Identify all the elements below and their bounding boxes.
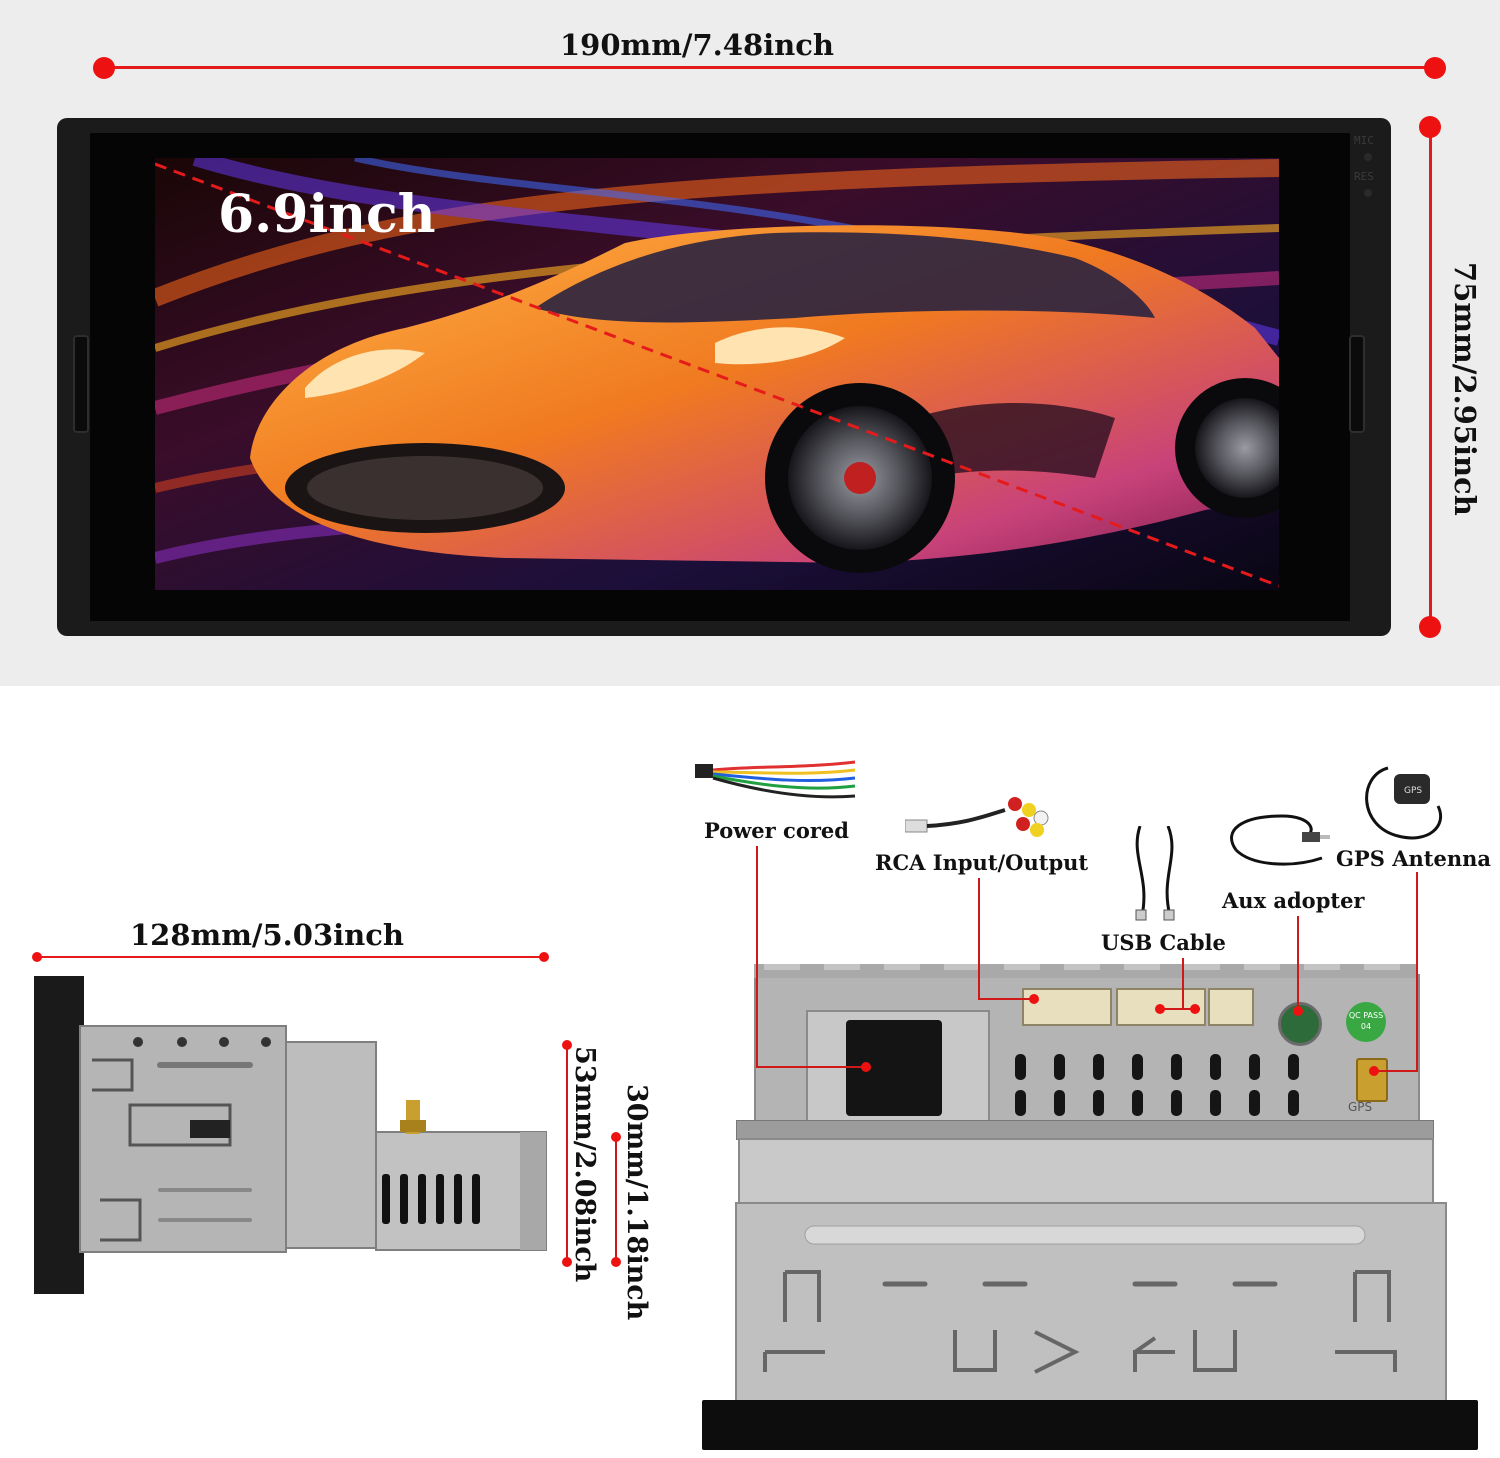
height-dimension-line (1429, 128, 1432, 626)
vent-slot (1288, 1054, 1299, 1080)
gps-callout-line (1416, 872, 1418, 1072)
gps-port-mark: GPS (1348, 1100, 1373, 1114)
right-mount-tab (1349, 335, 1365, 433)
vent-slot (1054, 1054, 1065, 1080)
aux-callout-line (1297, 916, 1299, 1010)
gps-antenna-icon: GPS (1365, 766, 1442, 840)
gps-callout-line (1374, 1070, 1418, 1072)
side-height-line (566, 1044, 568, 1262)
diagonal-size-label: 6.9inch (218, 184, 436, 245)
power-callout-dot (861, 1062, 871, 1072)
front-height-label: 75mm/2.95inch (1448, 262, 1482, 516)
vent-slot (1210, 1090, 1221, 1116)
vent-slot (1249, 1090, 1260, 1116)
rca-callout-line (978, 878, 980, 1000)
width-dimension-line (104, 66, 1434, 69)
side-depth-label: 128mm/5.03inch (130, 918, 404, 952)
vent-slot (1171, 1090, 1182, 1116)
width-dimension-end-dot (1424, 57, 1446, 79)
usb-callout-dot (1190, 1004, 1200, 1014)
rca-cable-icon (905, 797, 1049, 837)
housing-top-surface (738, 1138, 1434, 1206)
side-height-start-dot (562, 1040, 572, 1050)
sleeve-tabs (763, 1225, 1397, 1374)
vent-slot (1093, 1054, 1104, 1080)
vent-slot (1132, 1054, 1143, 1080)
power-callout-line (756, 846, 758, 1068)
aux-connector (1208, 988, 1254, 1026)
mic-mark: MIC (1354, 134, 1374, 147)
usb-cable-label: USB Cable (1101, 930, 1226, 955)
side-view-chassis (34, 976, 547, 1294)
depth-dimension-start-dot (32, 952, 42, 962)
reset-hole (1364, 189, 1372, 197)
usb-callout-dot (1155, 1004, 1165, 1014)
width-dimension-start-dot (93, 57, 115, 79)
vent-slot (1015, 1090, 1026, 1116)
power-harness-icon (695, 760, 856, 799)
vent-slot (1249, 1054, 1260, 1080)
gps-antenna-label: GPS Antenna (1336, 846, 1491, 871)
usb-callout-line (1182, 958, 1184, 1010)
display-screen (155, 158, 1279, 590)
vent-slot (1210, 1054, 1221, 1080)
front-width-label: 190mm/7.48inch (560, 28, 834, 62)
vent-slot (1132, 1090, 1143, 1116)
usb-cable-icon (1135, 826, 1175, 921)
side-step-start-dot (611, 1132, 621, 1142)
depth-dimension-line (37, 956, 544, 958)
sports-car-wallpaper (155, 158, 1279, 590)
mic-hole (1364, 153, 1372, 161)
power-cord-label: Power cored (704, 818, 849, 843)
height-dimension-start-dot (1419, 116, 1441, 138)
vent-slot (1093, 1090, 1104, 1116)
svg-text:GPS: GPS (1404, 786, 1422, 796)
height-dimension-end-dot (1419, 616, 1441, 638)
left-mount-tab (73, 335, 89, 433)
gps-callout-dot (1369, 1066, 1379, 1076)
front-faceplate-edge (702, 1400, 1478, 1450)
reset-mark: RES (1354, 170, 1374, 183)
vent-slot (1054, 1090, 1065, 1116)
rear-heatsink-fins (754, 964, 1416, 978)
side-step-label: 30mm/1.18inch (621, 1084, 652, 1321)
rca-callout-dot (1029, 994, 1039, 1004)
side-step-end-dot (611, 1257, 621, 1267)
rca-io-label: RCA Input/Output (875, 850, 1089, 875)
power-callout-line (756, 1066, 866, 1068)
aux-callout-dot (1293, 1006, 1303, 1016)
aux-adapter-label: Aux adopter (1222, 888, 1365, 913)
aux-adapter-icon (1230, 814, 1330, 866)
usb-callout-line (1160, 1008, 1200, 1010)
depth-dimension-end-dot (539, 952, 549, 962)
vent-slot (1171, 1054, 1182, 1080)
gps-sma-port (1356, 1058, 1388, 1102)
vent-slot (1015, 1054, 1026, 1080)
vent-slot (1288, 1090, 1299, 1116)
housing-top-lip (736, 1120, 1434, 1140)
side-height-label: 53mm/2.08inch (569, 1046, 600, 1283)
qc-pass-badge: QC PASS 04 (1346, 1002, 1386, 1042)
rca-callout-line (978, 998, 1034, 1000)
side-height-end-dot (562, 1257, 572, 1267)
side-step-line (615, 1136, 617, 1262)
